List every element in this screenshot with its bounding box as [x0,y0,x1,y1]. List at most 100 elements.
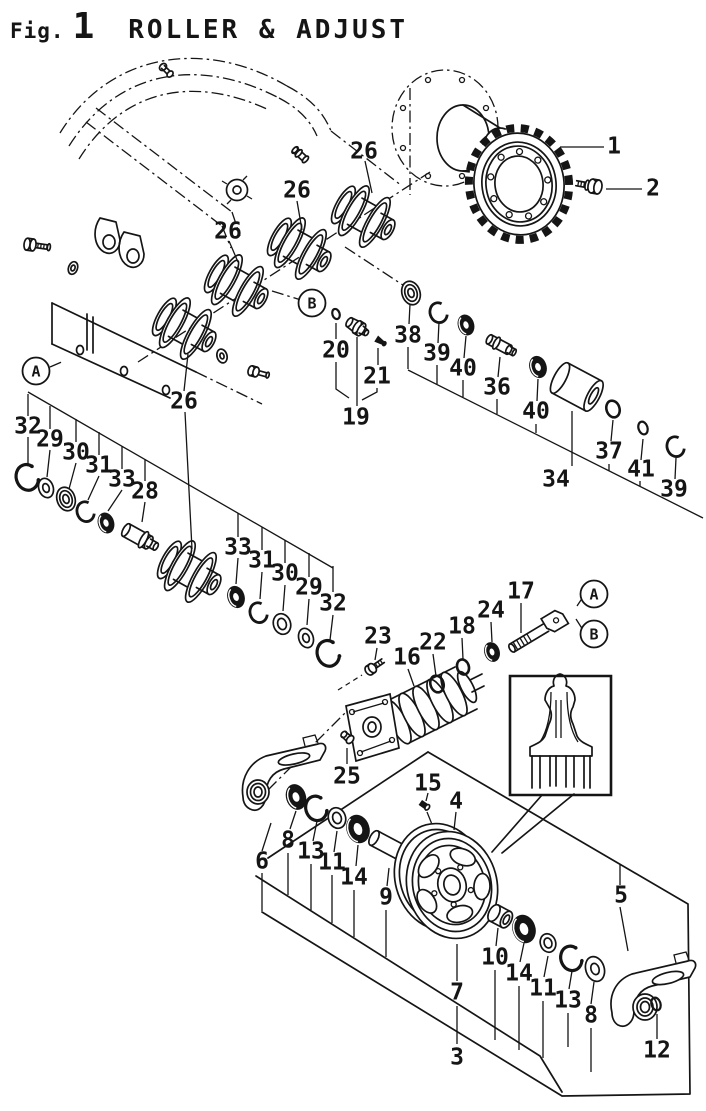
sprocket [462,122,577,247]
part-callout-28: 28 [131,479,159,505]
part-callout-8: 8 [281,828,295,854]
frame-plane-outline [256,752,690,1096]
part-callout-13: 13 [554,988,582,1014]
rim-section-profile [530,674,592,788]
track-roller [148,531,233,613]
track-adjuster-assembly [268,657,484,790]
part-callout-30: 30 [62,440,90,466]
part-callout-18: 18 [448,614,476,640]
grease-fitting-group [50,291,387,367]
part-callout-1: 1 [607,134,621,160]
part-callout-41: 41 [627,457,655,483]
part-callout-25: 25 [333,764,361,790]
part-callout-16: 16 [393,645,421,671]
part-callout-31: 31 [85,453,113,479]
roller-bushing-34 [547,360,607,413]
small-bolt [247,365,270,380]
roller-parts-row-upper [11,459,162,556]
part-callout-11: 11 [318,850,346,876]
leader-lines [28,147,703,1072]
bracket-right-5 [611,952,696,1026]
part-callout-26: 26 [350,139,378,165]
part-callout-29: 29 [295,575,323,601]
ref-circle-A: A [581,581,608,608]
part-callout-14: 14 [340,865,368,891]
inset-section-box [492,674,611,853]
part-callout-40: 40 [522,399,550,425]
part-callout-15: 15 [414,771,442,797]
part-callout-2: 2 [646,176,660,202]
part-callout-12: 12 [643,1038,671,1064]
part-callout-34: 34 [542,467,570,493]
grease-nipple [375,336,387,347]
sprocket-bolt [575,176,603,194]
adjuster-bolt-23 [363,657,386,677]
part-callout-26: 26 [170,389,198,415]
part-callout-39: 39 [423,341,451,367]
adjuster-rod-group [426,608,569,696]
bolt-25 [339,729,355,745]
callout-layer: 1226262626383940364034374139202119322930… [14,134,688,1071]
part-callout-11: 11 [529,976,557,1002]
part-callout-24: 24 [477,598,505,624]
part-callout-5: 5 [614,883,628,909]
frame-bolt [23,238,51,254]
part-callout-19: 19 [342,405,370,431]
figure-title: Fig. 1 ROLLER & ADJUST [10,6,408,47]
track-rollers [138,172,430,613]
ref-circle-A: A [23,358,50,385]
adjuster-plate [346,694,399,761]
part-callout-20: 20 [322,338,350,364]
idler-wheel [383,813,510,949]
part-callout-32: 32 [14,414,42,440]
part-callout-22: 22 [419,630,447,656]
svg-text:A: A [31,363,40,381]
part-callout-26: 26 [283,178,311,204]
part-callout-6: 6 [255,849,269,875]
part-callout-9: 9 [379,885,393,911]
svg-text:A: A [589,586,598,604]
part-callout-4: 4 [449,789,463,815]
part-callout-33: 33 [108,467,136,493]
small-washer [215,348,228,364]
part-callout-8: 8 [584,1003,598,1029]
roller-pin [484,332,518,359]
part-callout-31: 31 [248,548,276,574]
part-callout-36: 36 [483,375,511,401]
part-callout-30: 30 [271,561,299,587]
part-callout-32: 32 [319,591,347,617]
part-callout-7: 7 [450,980,464,1006]
part-callout-33: 33 [224,535,252,561]
track-frame-phantom [23,58,410,404]
part-callout-37: 37 [595,439,623,465]
frame-pin [291,145,310,164]
roller-pin-parts-row [397,277,688,461]
part-callout-13: 13 [297,839,325,865]
part-callout-14: 14 [505,961,533,987]
ref-circle-B: B [581,621,608,648]
part-callout-21: 21 [363,364,391,390]
fig-number: 1 [72,6,95,47]
part-callout-3: 3 [450,1045,464,1071]
top-bolt [158,62,175,79]
part-callout-26: 26 [214,219,242,245]
part-callout-40: 40 [449,356,477,382]
figure-name: ROLLER & ADJUST [128,15,409,45]
svg-text:B: B [307,295,316,313]
bracket-left-6 [242,735,325,810]
fig-label: Fig. [10,19,65,43]
part-callout-17: 17 [507,579,535,605]
ref-circle-B: B [299,290,326,317]
part-callout-38: 38 [394,323,422,349]
part-callout-23: 23 [364,624,392,650]
part-callout-10: 10 [481,945,509,971]
frame-washer [67,260,80,275]
bolt-15 [419,800,431,811]
track-roller [322,176,407,258]
adjuster-rod [505,608,569,656]
grease-valve [344,315,372,340]
part-callout-39: 39 [660,477,688,503]
part-callout-29: 29 [36,427,64,453]
